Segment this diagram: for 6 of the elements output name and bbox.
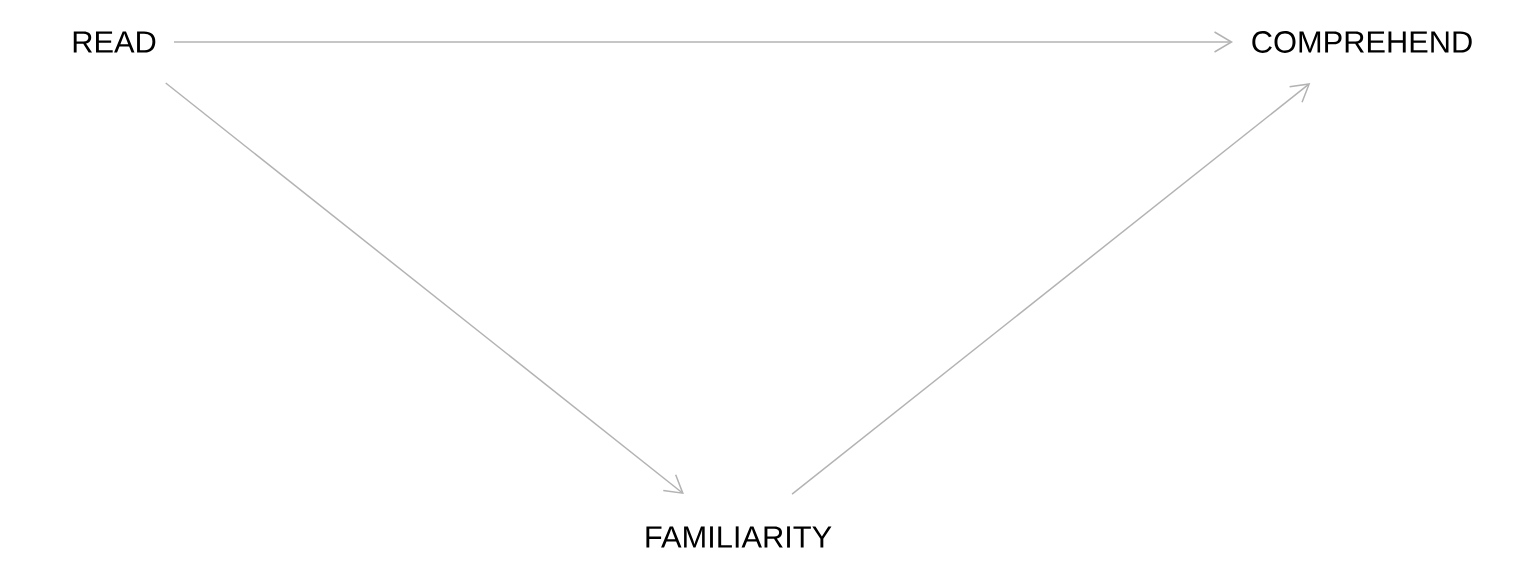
node-label: FAMILIARITY bbox=[646, 526, 832, 548]
arrow bbox=[791, 83, 1311, 495]
arrow bbox=[173, 31, 1233, 53]
arrow bbox=[164, 82, 684, 495]
node-label: COMPREHEND bbox=[1252, 31, 1472, 53]
node-label: READ bbox=[73, 31, 156, 53]
